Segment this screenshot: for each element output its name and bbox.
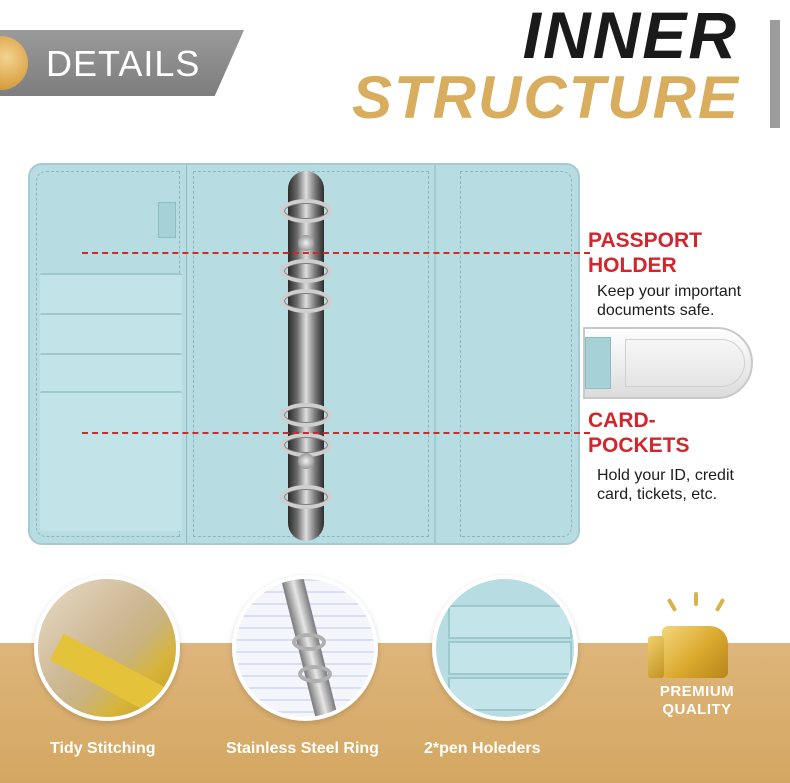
details-tab — [0, 30, 244, 96]
passport-title-line2: HOLDER — [588, 254, 677, 278]
title-structure: STRUCTURE — [352, 64, 740, 131]
stitch-line — [460, 171, 572, 537]
binder-ring — [280, 259, 332, 283]
card-pockets-desc: Hold your ID, credit card, tickets, etc. — [597, 466, 787, 504]
sparkle-ray — [666, 597, 678, 613]
binder-left-panel — [28, 163, 188, 545]
premium-quality-badge: PREMIUM QUALITY — [638, 592, 756, 724]
details-label: DETAILS — [46, 43, 201, 84]
card-pockets-title-line2: POCKETS — [588, 434, 690, 458]
binder-ring — [280, 199, 332, 223]
card-pockets-guide-line — [82, 432, 590, 434]
card-slot — [40, 391, 182, 531]
rivet-icon — [298, 235, 314, 251]
sparkle-ray — [694, 592, 698, 606]
binder-ring — [280, 289, 332, 313]
ring-loop — [298, 665, 332, 683]
binder-illustration — [28, 163, 580, 545]
sparkle-ray — [714, 597, 726, 613]
feature-label-ring: Stainless Steel Ring — [226, 740, 379, 757]
pen-slot — [448, 605, 572, 639]
rivet-icon — [298, 453, 314, 469]
feature-label-stitching: Tidy Stitching — [50, 740, 156, 757]
stitching-closeup-image — [34, 575, 180, 721]
binder-right-panel — [434, 163, 580, 545]
pen-holder-closeup-image — [432, 575, 578, 721]
pen-slot — [448, 641, 572, 675]
title-inner: INNER — [522, 0, 738, 72]
feature-label-pen-holder: 2*pen Holeders — [424, 740, 541, 757]
pen-slot — [448, 677, 572, 711]
ring-loop — [292, 633, 326, 651]
yellow-edge — [49, 633, 176, 717]
badge-line-premium: PREMIUM — [659, 683, 735, 700]
clasp-tab — [625, 339, 745, 387]
binder-ring — [280, 485, 332, 509]
badge-line-quality: QUALITY — [662, 701, 732, 718]
card-pockets-desc-line1: Hold your ID, credit — [597, 467, 734, 484]
card-pockets-desc-line2: card, tickets, etc. — [597, 486, 718, 504]
binder-ring — [280, 403, 332, 427]
passport-title: PASSPORT HOLDER — [588, 228, 702, 278]
header-accent-bar — [770, 20, 780, 128]
thumbs-up-icon — [662, 626, 728, 678]
passport-desc-line2: documents safe. — [597, 302, 715, 320]
ring-spine — [288, 171, 324, 541]
binder-strap — [158, 202, 176, 238]
passport-title-line1: PASSPORT — [588, 229, 702, 252]
snap-clasp — [583, 327, 753, 399]
card-pockets-title: CARD- POCKETS — [588, 408, 690, 458]
card-pockets-title-line1: CARD- — [588, 409, 656, 432]
clasp-join — [585, 337, 611, 389]
thumbs-up-cuff — [648, 636, 664, 678]
steel-ring-closeup-image — [232, 575, 378, 721]
passport-desc-line1: Keep your important — [597, 283, 742, 300]
passport-guide-line — [82, 252, 590, 254]
passport-desc: Keep your important documents safe. — [597, 282, 787, 320]
